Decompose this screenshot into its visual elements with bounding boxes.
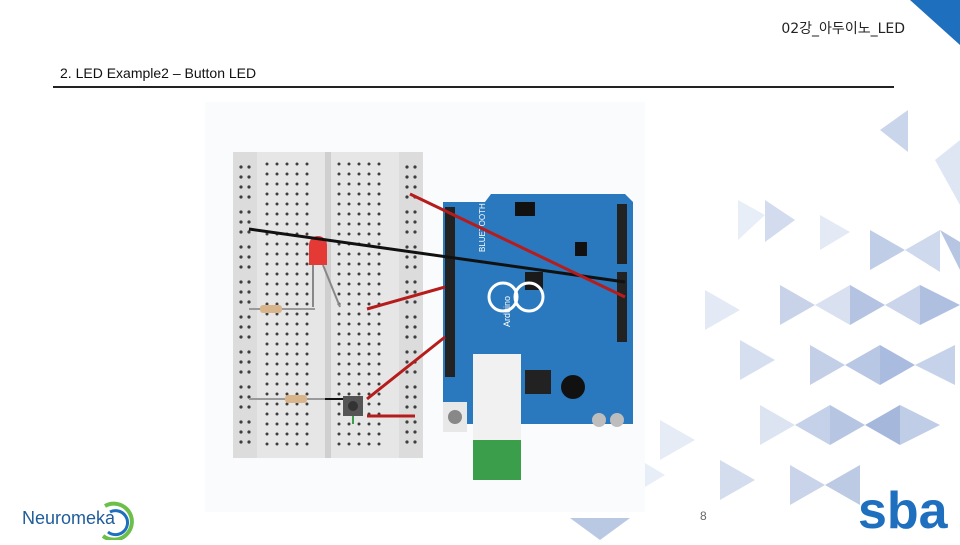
neuromeka-logo-mark: Neuromeka xyxy=(22,501,134,542)
button-led-circuit-illustration: BLUETOOTH Arduino xyxy=(205,102,645,512)
neuromeka-logo: Neuromeka xyxy=(20,494,145,545)
page-number: 8 xyxy=(700,509,707,523)
arduino-board: BLUETOOTH Arduino xyxy=(443,194,633,480)
red-led xyxy=(309,236,341,308)
breadboard xyxy=(233,152,423,458)
lecture-title: 02강_아두이노_LED xyxy=(781,21,905,37)
corner-accent-triangle xyxy=(910,0,960,45)
sba-logo: sba xyxy=(856,480,960,540)
circuit-diagram: BLUETOOTH Arduino xyxy=(205,102,645,512)
resistor-led xyxy=(249,305,315,313)
wires xyxy=(248,192,626,424)
board-brand: Arduino xyxy=(502,296,512,327)
sba-logo-text: sba xyxy=(858,482,949,534)
push-button xyxy=(343,396,363,416)
neuromeka-logo-text: Neuromeka xyxy=(22,508,116,528)
section-title: 2. LED Example2 – Button LED xyxy=(60,65,257,81)
resistor-button xyxy=(249,395,325,403)
title-underline xyxy=(53,86,894,88)
sba-logo-mark: sba xyxy=(858,482,949,540)
